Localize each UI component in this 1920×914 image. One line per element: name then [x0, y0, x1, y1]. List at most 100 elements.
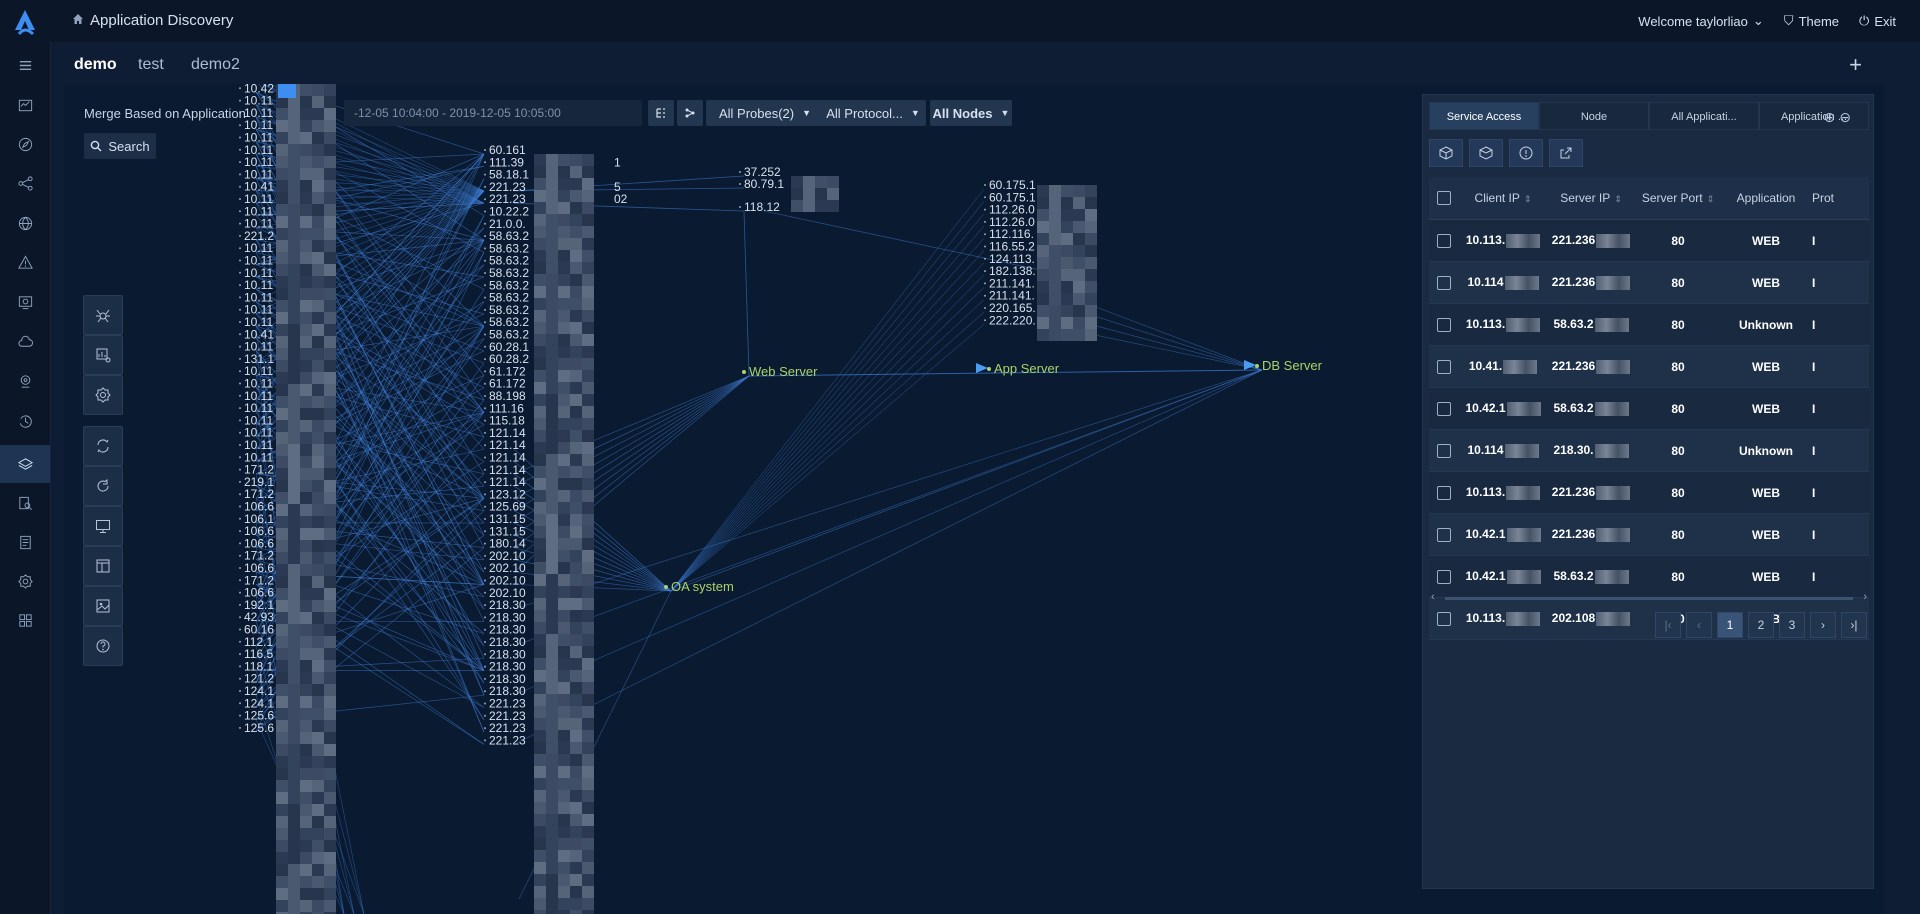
row-select-cell[interactable] [1429, 429, 1459, 472]
client-node-label[interactable]: 106.6 [244, 524, 274, 538]
client-node-label[interactable]: 10.11 [244, 290, 273, 304]
server-node-label[interactable]: 58.63.2 [489, 241, 529, 255]
server-node-label[interactable]: 10.22.2 [489, 205, 529, 219]
node-dot[interactable] [484, 173, 486, 176]
mid-node-label[interactable]: 37.252 [744, 165, 781, 179]
node-dot[interactable] [239, 567, 241, 569]
server-node-label[interactable]: 221.23 [489, 709, 526, 723]
row-select-cell[interactable] [1429, 303, 1459, 346]
layout-tree-button[interactable] [648, 100, 674, 126]
node-dot[interactable] [239, 616, 241, 619]
server-node-label[interactable]: 60.28.1 [489, 340, 529, 354]
node-dot[interactable] [239, 394, 241, 397]
zoom-in-icon[interactable]: ⊕ [1823, 109, 1840, 125]
client-node-label[interactable]: 106.6 [244, 561, 274, 575]
server-node-label[interactable]: 21.0.0. [489, 217, 526, 231]
node-dot[interactable] [484, 567, 486, 570]
node-dot[interactable] [239, 247, 241, 250]
scroll-left-icon[interactable]: ‹ [1431, 591, 1435, 603]
page-button-1[interactable]: 1 [1717, 612, 1743, 638]
server-node-label[interactable]: 202.10 [489, 561, 526, 575]
node-dot[interactable] [239, 333, 241, 336]
backend-node-label[interactable]: 220.165. [989, 301, 1036, 315]
node-dot[interactable] [484, 444, 486, 447]
row-checkbox[interactable] [1437, 359, 1451, 374]
node-dot[interactable] [239, 444, 241, 446]
row-checkbox[interactable] [1437, 611, 1451, 626]
client-node-label[interactable]: 171.2 [244, 549, 274, 563]
node-dot[interactable] [484, 419, 486, 422]
sidebar-item-history[interactable] [0, 402, 50, 440]
chart-tool-button[interactable] [83, 335, 123, 375]
client-node-label[interactable]: 124.1 [244, 684, 274, 698]
node-dot[interactable] [239, 357, 241, 360]
probes-select[interactable]: All Probes(2)▼ [706, 100, 824, 126]
client-node-label[interactable]: 10.11 [244, 217, 273, 231]
node-dot[interactable] [484, 702, 486, 705]
client-node-label[interactable]: 10.11 [244, 401, 273, 415]
page-button-3[interactable]: 3 [1779, 612, 1805, 638]
node-dot[interactable] [239, 603, 241, 606]
column-client-ip[interactable]: Client IP⇕ [1459, 177, 1547, 220]
node-dot[interactable] [484, 604, 486, 607]
server-node-label[interactable]: 218.30 [489, 647, 526, 661]
row-checkbox[interactable] [1437, 275, 1451, 290]
node-dot[interactable] [484, 235, 486, 238]
node-dot[interactable] [484, 284, 486, 287]
node-dot[interactable] [484, 358, 486, 361]
application-node-dot[interactable] [987, 367, 991, 371]
client-node-label[interactable]: 10.11 [244, 131, 273, 145]
select-all-cell[interactable] [1429, 177, 1459, 220]
table-horizontal-scrollbar[interactable]: ‹ › [1429, 591, 1869, 605]
node-dot[interactable] [239, 665, 241, 668]
node-dot[interactable] [484, 395, 486, 397]
client-node-label[interactable]: 10.11 [244, 118, 273, 132]
node-dot[interactable] [239, 370, 241, 373]
node-dot[interactable] [239, 480, 241, 483]
client-node-label[interactable]: 192.1 [244, 598, 274, 612]
node-dot[interactable] [484, 554, 486, 557]
node-dot[interactable] [239, 271, 241, 274]
node-dot[interactable] [239, 173, 241, 176]
client-node-label[interactable]: 10.11 [244, 438, 273, 452]
sidebar-item-topology[interactable] [0, 164, 50, 202]
search-button[interactable]: Search [84, 133, 156, 159]
node-dot[interactable] [484, 259, 486, 262]
sidebar-item-alert[interactable] [0, 243, 50, 281]
node-dot[interactable] [984, 257, 986, 260]
row-checkbox[interactable] [1437, 443, 1451, 458]
node-dot[interactable] [484, 641, 486, 643]
layout-graph-button[interactable] [677, 100, 703, 126]
column-application[interactable]: Application [1721, 177, 1811, 220]
panel-tab-2[interactable]: All Applicati... [1649, 102, 1759, 130]
tab-demo[interactable]: demo [70, 56, 121, 88]
row-select-cell[interactable] [1429, 219, 1459, 262]
node-dot[interactable] [239, 505, 241, 508]
node-dot[interactable] [484, 616, 486, 619]
backend-node-label[interactable]: 112.116. [989, 227, 1034, 241]
backend-node-label[interactable]: 222.220. [989, 313, 1036, 327]
refresh-tool-button[interactable] [83, 426, 123, 466]
client-node-label[interactable]: 10.41 [244, 327, 274, 341]
client-node-label[interactable]: 10.11 [244, 389, 273, 403]
node-dot[interactable] [239, 493, 241, 496]
first-page-button[interactable]: |‹ [1655, 612, 1681, 638]
node-dot[interactable] [239, 198, 241, 200]
server-node-label[interactable]: 58.63.2 [489, 266, 529, 280]
server-node-label[interactable]: 218.30 [489, 635, 526, 649]
server-node-label[interactable]: 88.198 [489, 389, 526, 403]
server-node-label[interactable]: 121.14 [489, 463, 526, 477]
client-node-label[interactable]: 118.1 [244, 659, 273, 673]
backend-node-label[interactable]: 60.175.1 [989, 190, 1036, 204]
scroll-thumb[interactable] [1445, 597, 1853, 600]
node-dot[interactable] [239, 628, 241, 631]
client-node-label[interactable]: 171.2 [244, 463, 274, 477]
backend-node-label[interactable]: 60.175.1 [989, 178, 1036, 192]
node-dot[interactable] [239, 87, 241, 90]
server-node-label[interactable]: 218.30 [489, 672, 526, 686]
row-select-cell[interactable] [1429, 345, 1459, 388]
node-dot[interactable] [984, 208, 986, 211]
server-node-label[interactable]: 60.161 [489, 143, 526, 157]
